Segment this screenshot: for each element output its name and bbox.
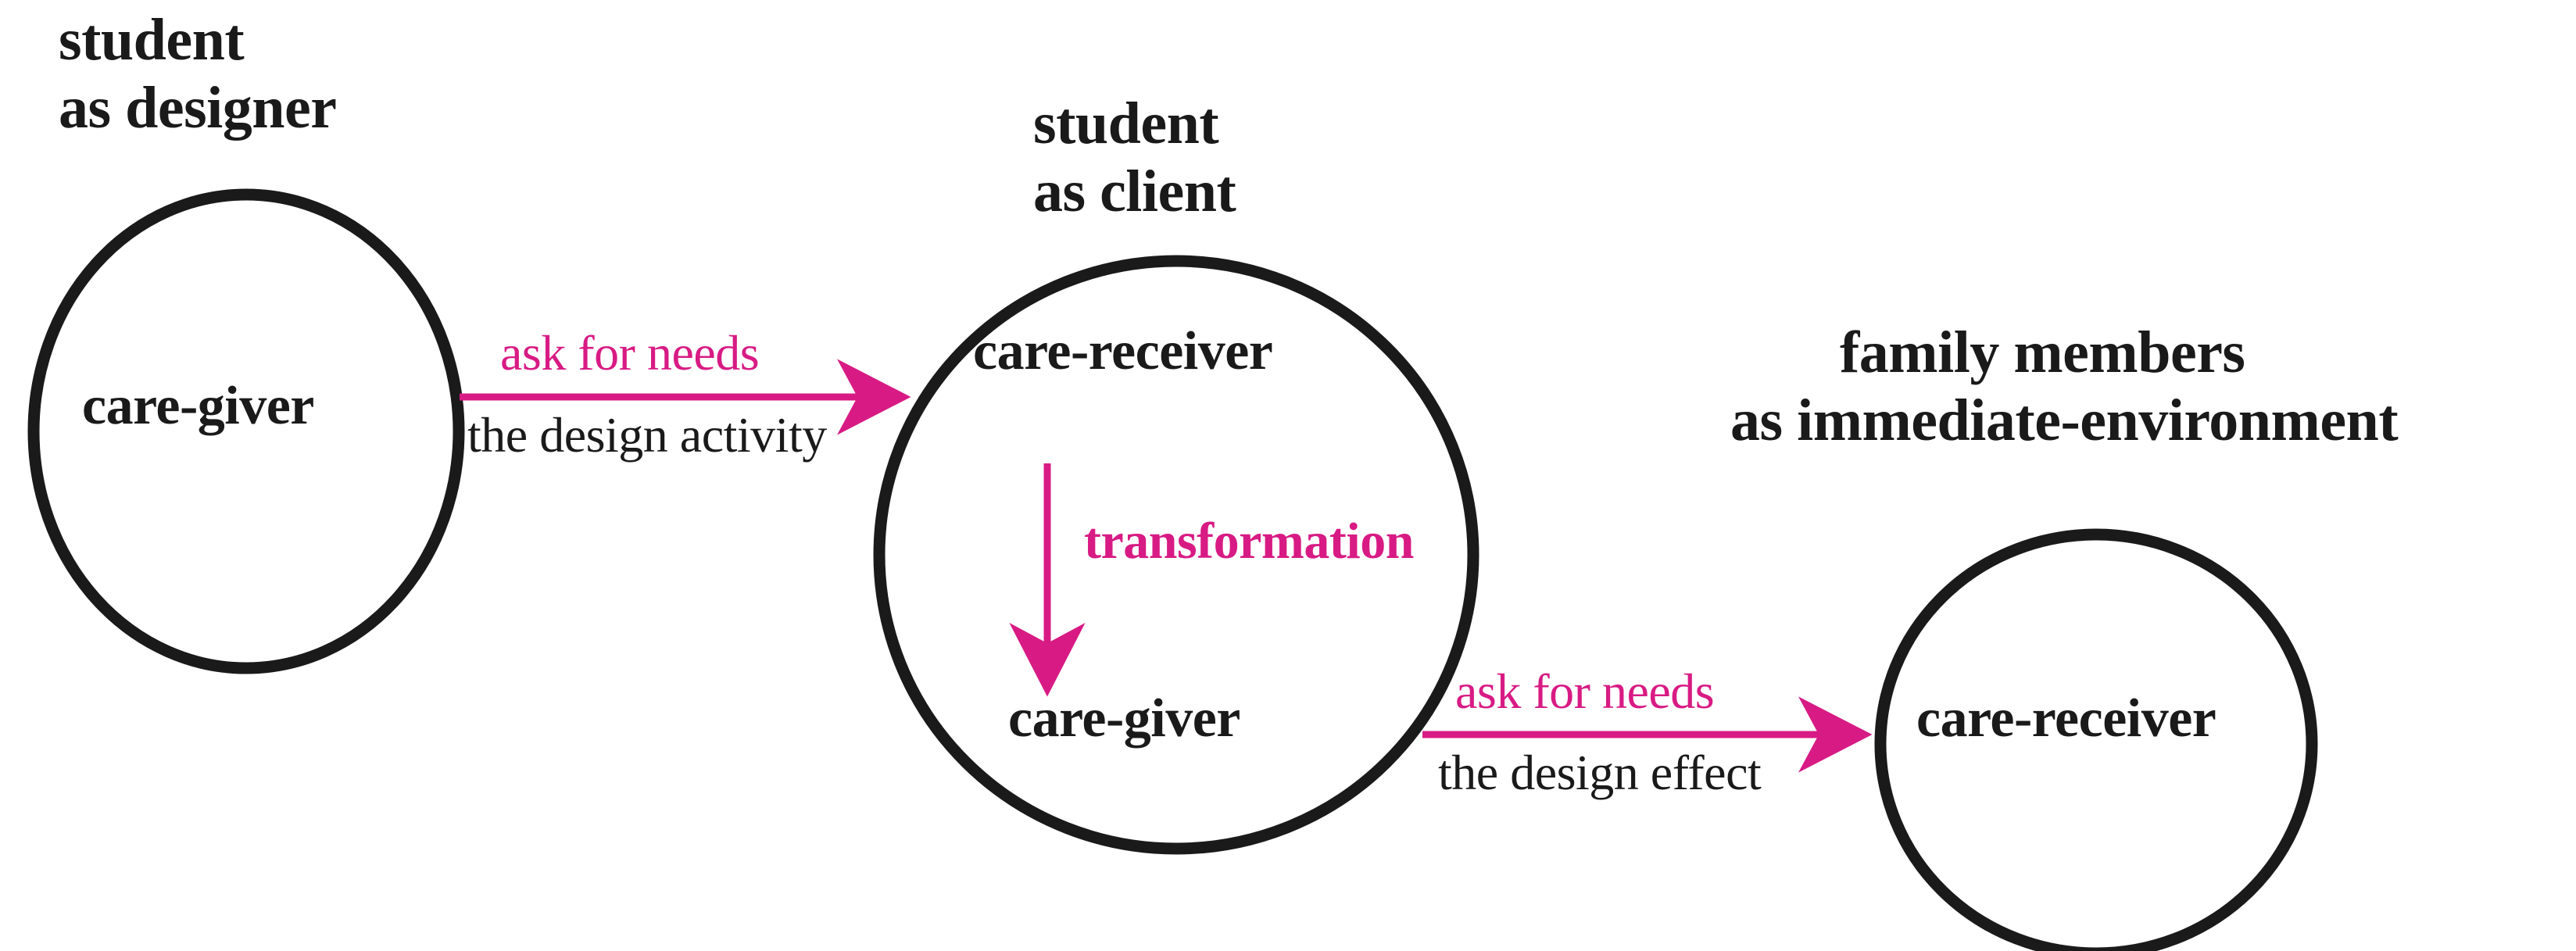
node-label-care-giver-middle: care-giver (1008, 688, 1240, 749)
node-label-care-receiver-middle: care-receiver (973, 321, 1273, 381)
edge-label-transformation: transformation (1084, 513, 1414, 570)
circle-student-as-client (873, 255, 1479, 855)
node-label-care-receiver-right: care-receiver (1916, 688, 2216, 749)
caption-line-1: student (59, 7, 245, 73)
caption-line-1: student (1033, 91, 1219, 156)
edge-label-the-design-effect: the design effect (1438, 745, 1762, 800)
caption-line-1: family members (1840, 320, 2245, 385)
node-label-care-giver-left: care-giver (82, 376, 314, 436)
circle-student-as-designer (27, 188, 465, 674)
circle-family-members (1874, 528, 2318, 951)
caption-line-2: as immediate-environment (1730, 387, 2399, 453)
caption-student-as-designer: student as designer (59, 6, 337, 141)
edge-label-ask-for-needs-2: ask for needs (1455, 663, 1715, 719)
caption-student-as-client: student as client (1033, 90, 1236, 225)
caption-line-2: as client (1033, 158, 1236, 224)
edge-label-ask-for-needs-1: ask for needs (500, 325, 760, 381)
caption-line-2: as designer (59, 74, 337, 141)
caption-family-members: family members as immediate-environment (1730, 319, 2399, 454)
edge-label-the-design-activity: the design activity (467, 407, 827, 463)
